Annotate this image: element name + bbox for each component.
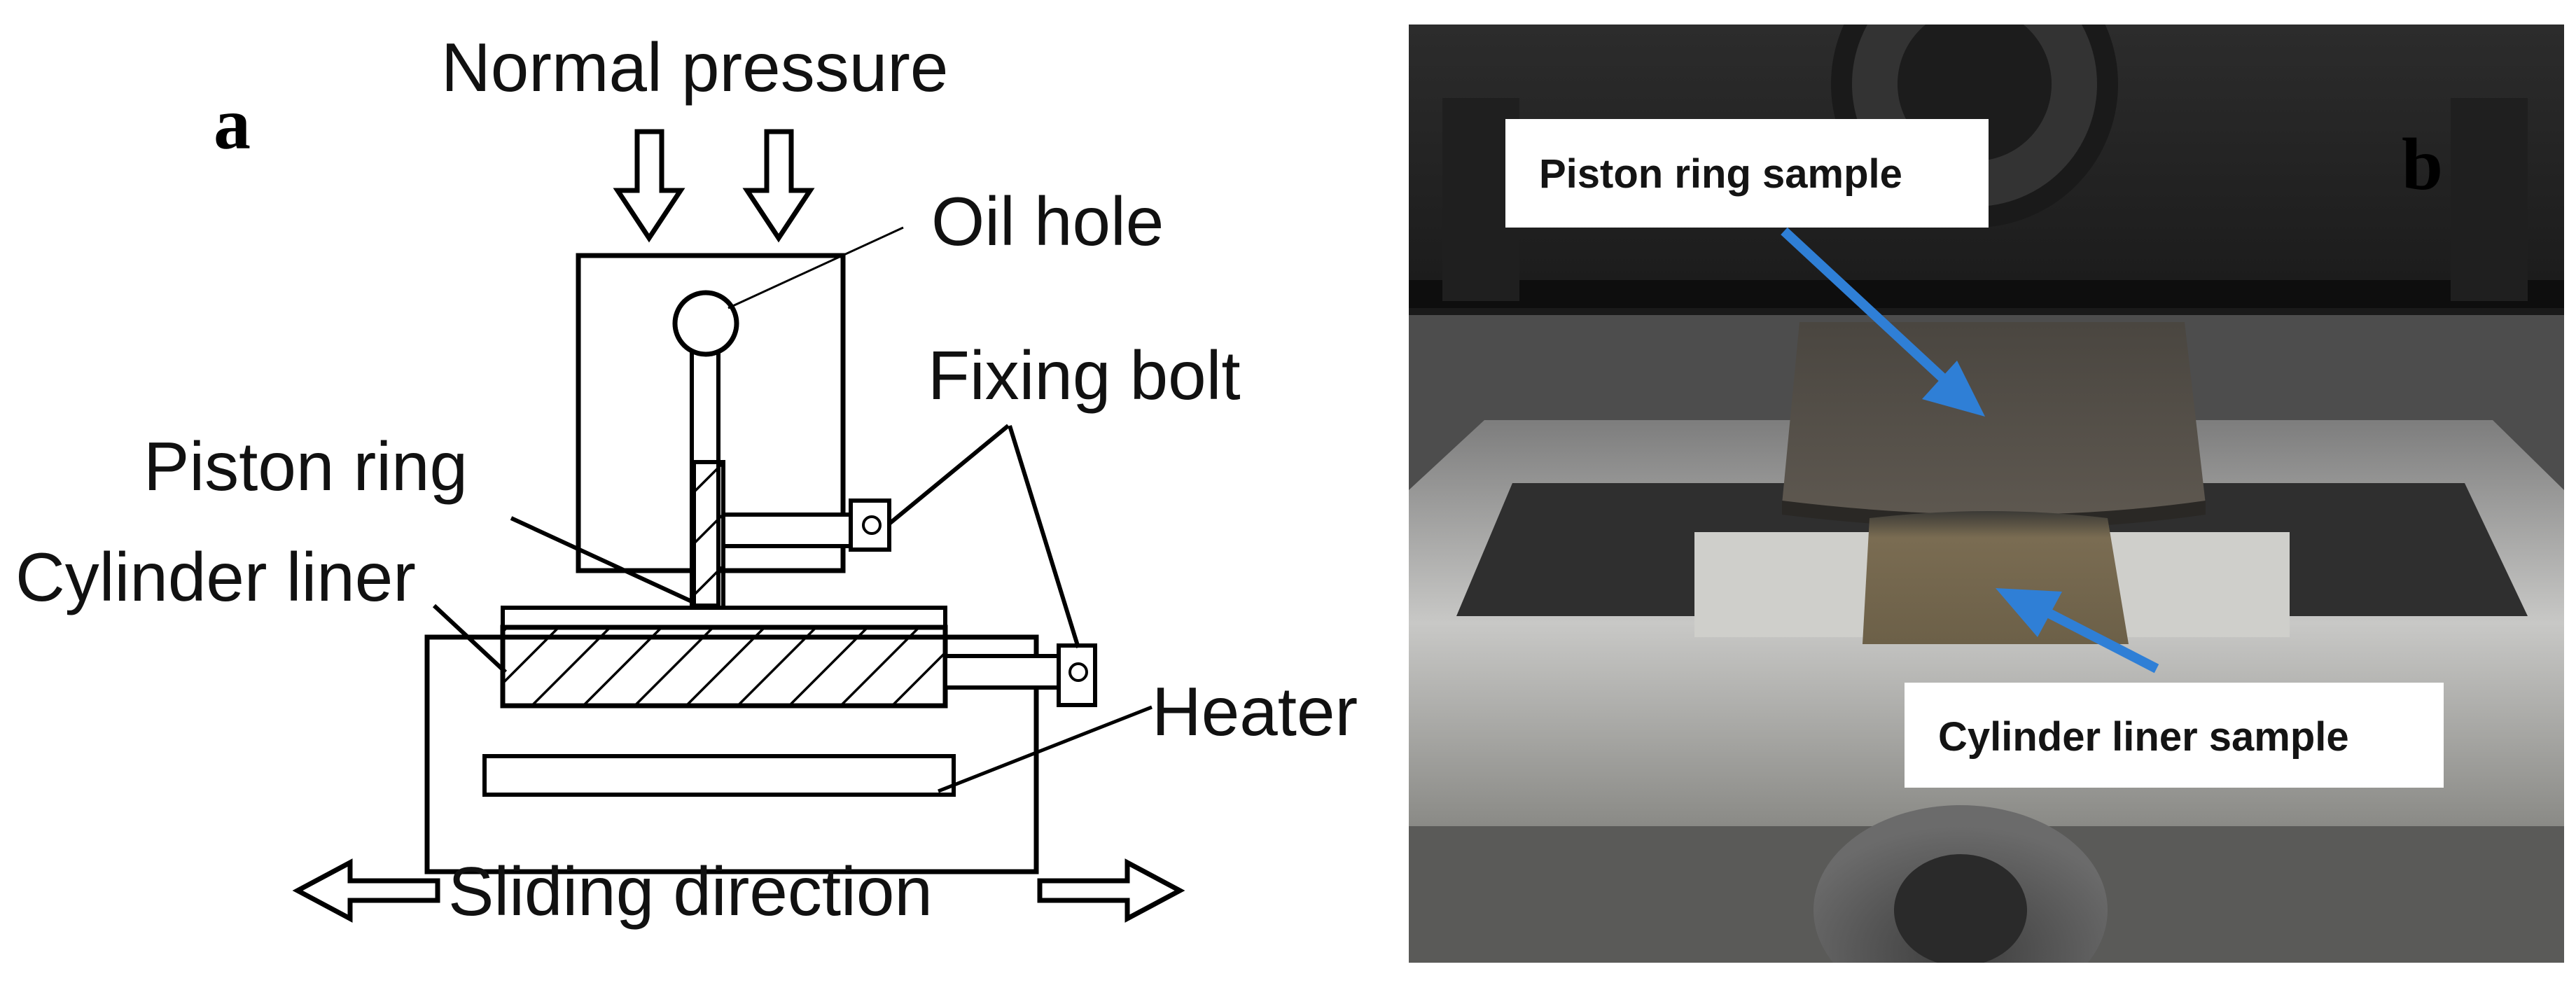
piston-ring-sample-box [1505, 119, 1989, 228]
fixing-bolt-leader-lower [1008, 425, 1080, 648]
heater-leader [938, 705, 1153, 793]
upper-bolt-dot [862, 515, 882, 535]
cylinder-liner-sample-box [1905, 683, 2444, 788]
liner-top-strip [501, 606, 947, 629]
panel-b-photo: Piston ring sample Cylinder liner sample… [1409, 25, 2564, 963]
piston-ring-leader [510, 516, 695, 604]
fixing-bolt-label: Fixing bolt [928, 337, 1241, 414]
panel-a-schematic: a Normal pressure O [15, 29, 1358, 930]
heater-element [482, 754, 956, 797]
side-rail-right [2451, 98, 2528, 301]
cylinder-liner-label: Cylinder liner [15, 538, 416, 615]
upper-holder-shadow [1409, 280, 2564, 308]
pressure-arrow-right-icon [742, 129, 815, 243]
piston-ring-sample [1782, 322, 2206, 518]
cylinder-liner-sample-label: Cylinder liner sample [1938, 714, 2349, 760]
piston-ring-label: Piston ring [144, 428, 468, 505]
panel-a-letter: a [214, 83, 251, 165]
lower-bolt-dot [1068, 662, 1088, 682]
lower-fixing-bolt-head [1057, 643, 1097, 707]
cylinder-liner-part [500, 625, 948, 709]
cylinder-liner-arrow-icon [1996, 588, 2159, 674]
sliding-arrow-right-icon [1037, 858, 1185, 923]
upper-bolt-shaft [721, 513, 855, 548]
heater-label: Heater [1152, 673, 1358, 750]
oil-hole-leader [727, 226, 904, 309]
sliding-arrow-left-icon [292, 858, 440, 923]
fixing-bolt-leader-upper [888, 424, 1010, 526]
upper-fixing-bolt-head [849, 499, 891, 552]
foreground-bolt-hole [1894, 854, 2027, 963]
pressure-arrow-left-icon [613, 129, 685, 243]
oil-hole-label: Oil hole [931, 183, 1164, 260]
piston-ring-part [692, 460, 725, 622]
panel-b-letter: b [2402, 123, 2443, 205]
cylinder-liner-sample [1863, 511, 2129, 644]
sliding-direction-label: Sliding direction [448, 853, 933, 930]
normal-pressure-label: Normal pressure [441, 29, 948, 106]
cylinder-liner-leader [432, 604, 508, 674]
oil-hole-circle [672, 290, 739, 357]
piston-ring-sample-label: Piston ring sample [1539, 151, 1902, 197]
lower-bolt-shaft [943, 654, 1066, 690]
piston-ring-arrow-icon [1781, 227, 1985, 417]
